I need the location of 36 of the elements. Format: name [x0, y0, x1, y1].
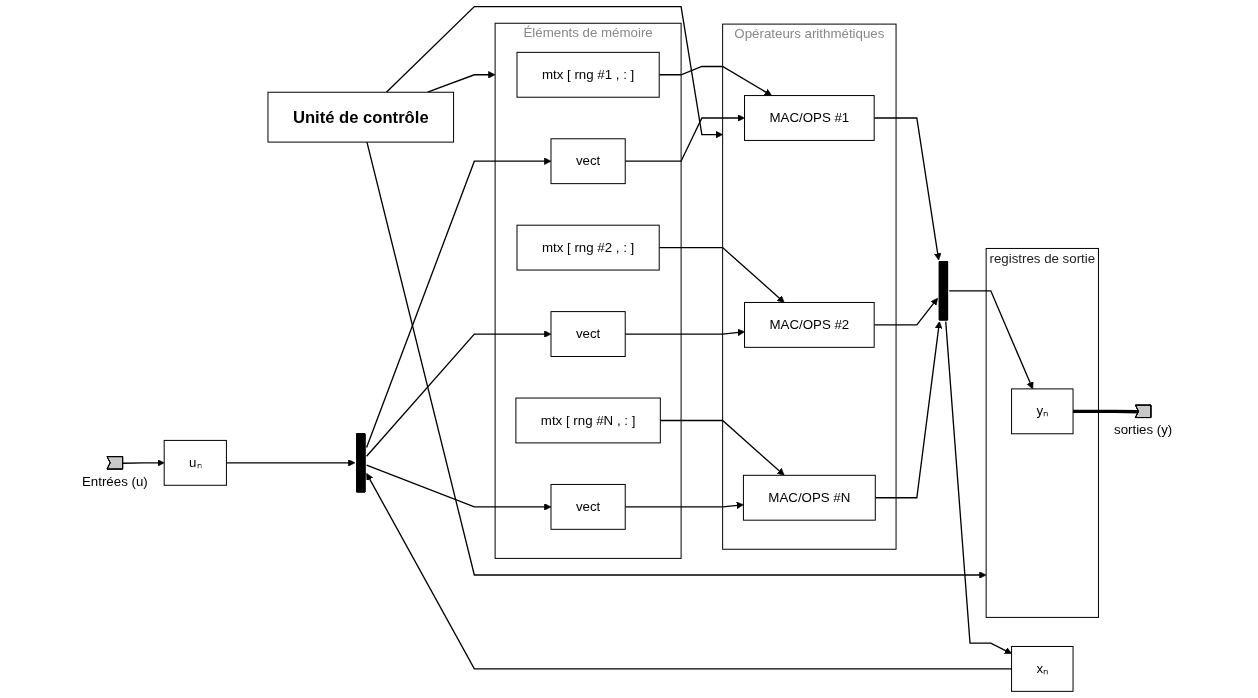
- node-label: sorties (y): [1114, 422, 1173, 438]
- arrow: [624, 114, 745, 162]
- connector: [1073, 409, 1139, 414]
- node-box: vect: [550, 483, 626, 530]
- arrow: [658, 65, 772, 96]
- node-box: mtx [ rng #N , : ]: [515, 397, 661, 444]
- node-box: yₙ: [1011, 388, 1074, 435]
- arrow: [945, 320, 1012, 654]
- node-box: Unité de contrôle: [267, 91, 455, 143]
- arrow: [385, 6, 723, 139]
- arrow: [365, 157, 552, 449]
- node-box: vect: [550, 138, 626, 185]
- node-box: mtx [ rng #1 , : ]: [516, 51, 660, 98]
- arrow: [426, 71, 496, 93]
- node-box: MAC/OPS #N: [742, 474, 876, 521]
- arrow: [365, 330, 552, 457]
- arrow: [873, 297, 938, 326]
- node-box: mtx [ rng #2 , : ]: [516, 224, 660, 271]
- arrow: [658, 246, 785, 303]
- node-box: MAC/OPS #2: [744, 301, 875, 348]
- arrow: [873, 117, 942, 261]
- arrow: [659, 419, 785, 476]
- arrow: [365, 464, 552, 511]
- arrow: [225, 459, 356, 467]
- arrow: [624, 328, 745, 337]
- node-box: uₙ: [163, 439, 227, 486]
- arrow: [366, 473, 1013, 670]
- arrow: [366, 141, 987, 579]
- arrow: [624, 501, 744, 510]
- node-box: vect: [550, 311, 626, 357]
- arrow: [874, 321, 943, 499]
- node-box: MAC/OPS #1: [744, 95, 875, 141]
- node-box: xₙ: [1011, 646, 1074, 692]
- arrow: [948, 290, 1034, 390]
- node-label: Entrées (u): [81, 473, 148, 489]
- arrow: [122, 459, 165, 467]
